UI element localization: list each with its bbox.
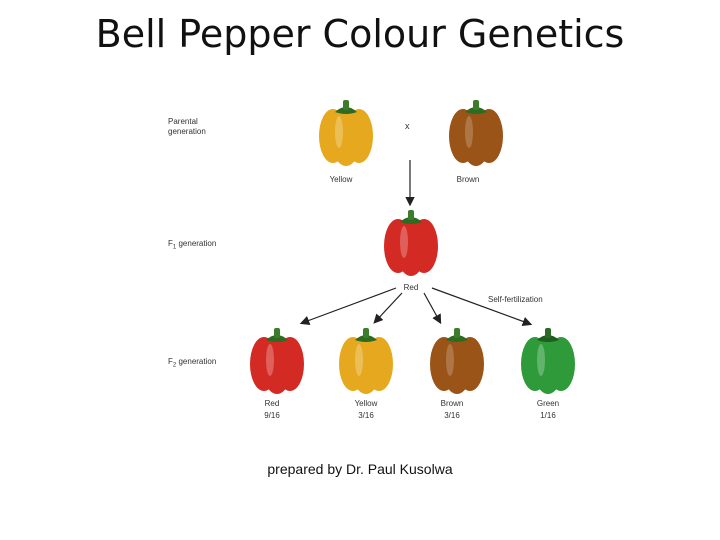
f2-yellow-pepper-image: [339, 328, 393, 394]
f1-generation-label: F1 generation: [168, 239, 216, 253]
pepper-body: [384, 210, 438, 276]
pepper-body: [339, 328, 393, 394]
f1-prefix: F: [168, 239, 173, 248]
f2-green-label: Green: [536, 399, 560, 408]
pepper-body: [449, 100, 503, 166]
f1-red-label: Red: [403, 283, 419, 292]
f2-prefix: F: [168, 357, 173, 366]
f1-generation-text: generation: [178, 239, 217, 248]
f1-red-pepper-image: [384, 210, 438, 276]
pepper-body: [430, 328, 484, 394]
parental-generation-label: Parental generation: [168, 117, 206, 136]
f2-yellow-ratio: 3/16: [358, 411, 374, 420]
f1-to-brown-arrow: [423, 292, 442, 325]
f2-yellow-label: Yellow: [354, 399, 378, 408]
parent-brown-label: Brown: [456, 175, 480, 184]
parent-yellow-label: Yellow: [329, 175, 353, 184]
f1-to-green-arrow: [431, 287, 533, 327]
f2-red-ratio: 9/16: [264, 411, 280, 420]
self-fertilization-label: Self-fertilization: [488, 295, 543, 304]
pepper-body: [521, 328, 575, 394]
pepper-body: [319, 100, 373, 166]
parent-yellow-pepper-image: [319, 100, 373, 166]
f2-generation-text: generation: [178, 357, 217, 366]
f2-green-ratio: 1/16: [540, 411, 556, 420]
parent-brown-pepper-image: [449, 100, 503, 166]
f1-subscript: 1: [172, 244, 177, 251]
f2-red-pepper-image: [250, 328, 304, 394]
pepper-body: [250, 328, 304, 394]
f1-to-yellow-arrow: [373, 292, 403, 324]
f1-to-red-arrow: [299, 287, 397, 325]
f2-brown-pepper-image: [430, 328, 484, 394]
f2-brown-label: Brown: [440, 399, 464, 408]
f2-brown-ratio: 3/16: [444, 411, 460, 420]
f2-subscript: 2: [172, 362, 177, 369]
f2-generation-label: F2 generation: [168, 357, 216, 371]
slide-title: Bell Pepper Colour Genetics: [95, 12, 625, 56]
cross-symbol: x: [405, 121, 410, 131]
credit-line: prepared by Dr. Paul Kusolwa: [267, 461, 453, 477]
f2-green-pepper-image: [521, 328, 575, 394]
f2-red-label: Red: [264, 399, 280, 408]
